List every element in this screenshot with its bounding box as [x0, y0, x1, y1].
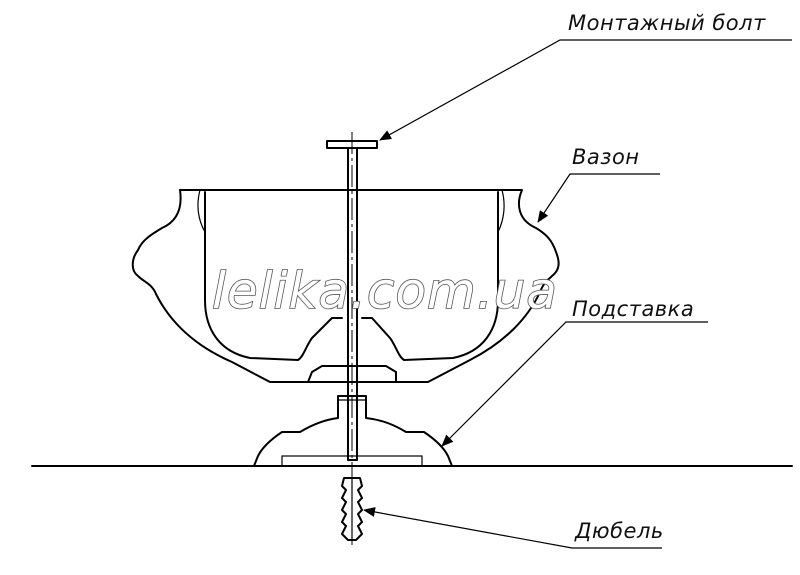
- vase-inner-wall-right: [361, 191, 499, 361]
- stand-outline: [253, 395, 453, 467]
- stand-base-plate: [281, 455, 423, 467]
- bolt-shaft: [347, 147, 358, 461]
- bolt-leader: [379, 39, 792, 141]
- dowel-label: Дюбель: [574, 519, 664, 543]
- vase-inner-wall: [204, 191, 343, 361]
- stand-leader: [441, 321, 708, 447]
- dowel: [341, 477, 363, 541]
- watermark: lelika.com.ua: [212, 262, 558, 320]
- vase-leader: [537, 173, 660, 223]
- dowel-leader: [363, 507, 662, 549]
- vase-rim-detail: [197, 189, 505, 233]
- vase-label: Вазон: [572, 145, 640, 169]
- bolt-label: Монтажный болт: [568, 11, 766, 35]
- stand-label: Подставка: [572, 297, 694, 321]
- vase-outline: [131, 189, 560, 383]
